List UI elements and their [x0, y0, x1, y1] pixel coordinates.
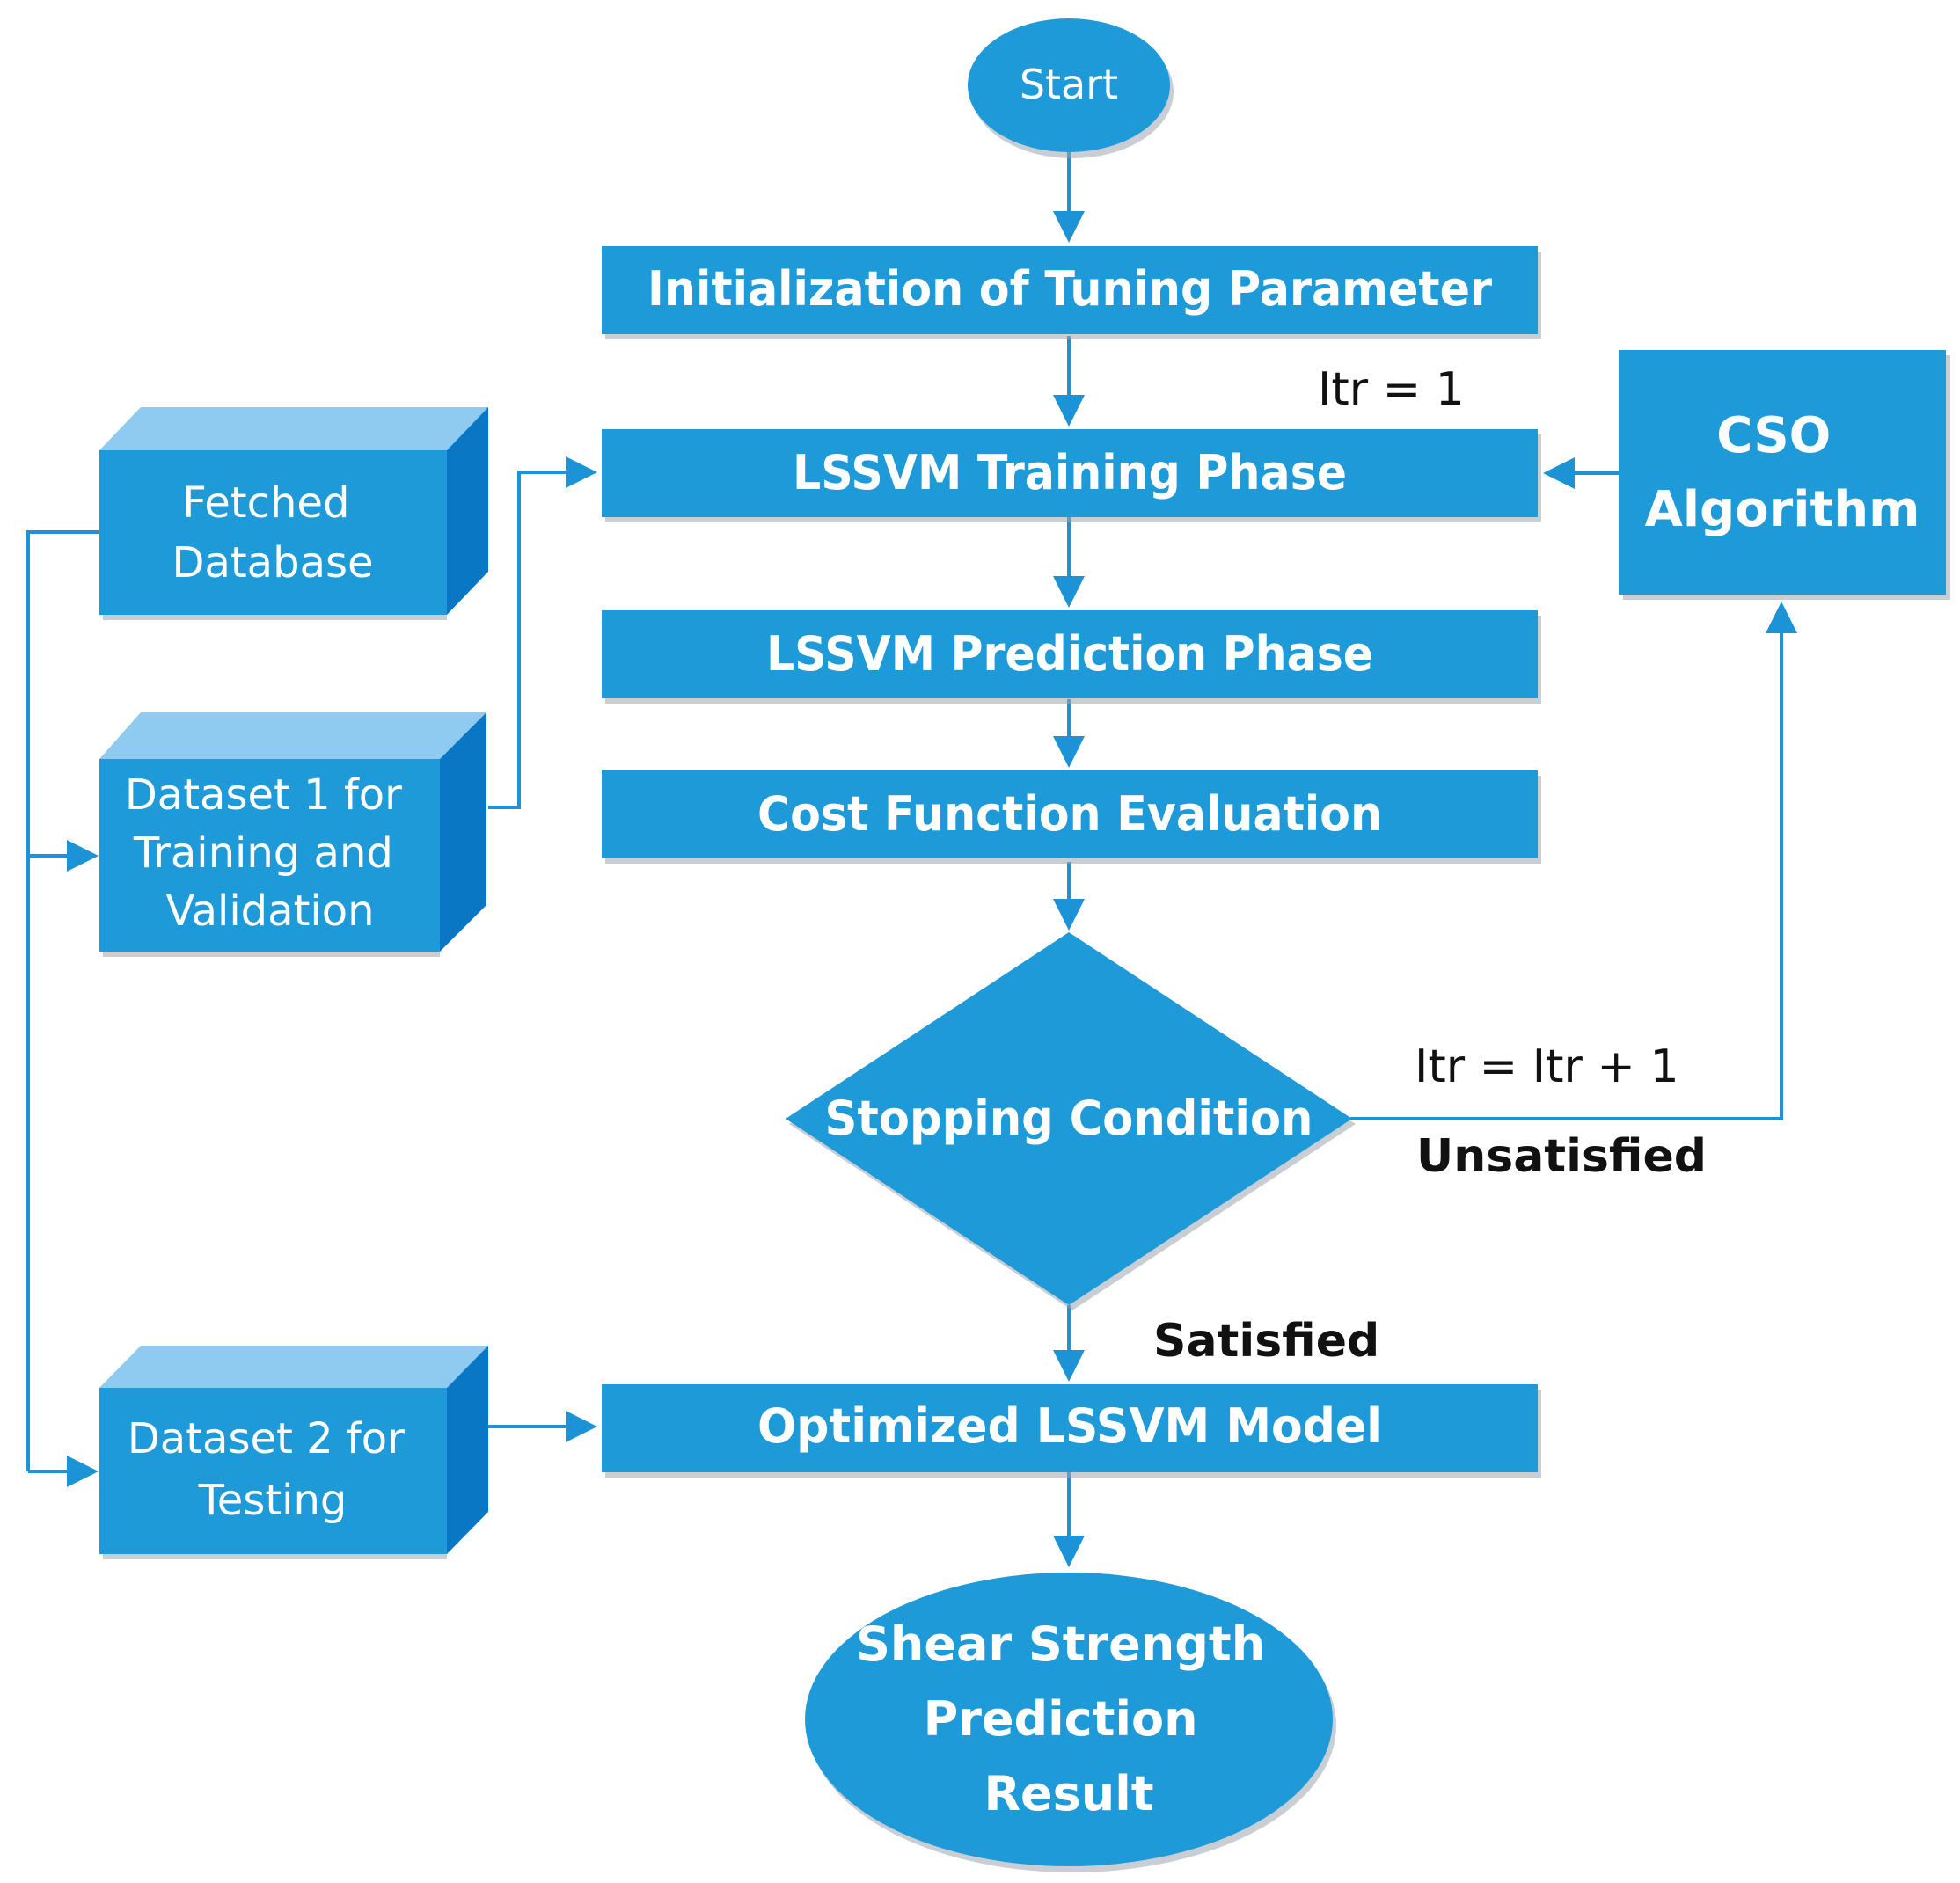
optimized-box: Optimized LSSVM Model — [602, 1384, 1541, 1478]
unsatisfied-label: Unsatisfied — [1416, 1130, 1707, 1183]
cso-line-2: Algorithm — [1645, 481, 1920, 538]
satisfied-label: Satisfied — [1153, 1315, 1379, 1368]
arrow-stopping-to-cso — [1350, 609, 1783, 1120]
line-fetched-to-datasets — [26, 530, 99, 1471]
fetched-line-1: Fetched — [182, 478, 349, 528]
itr-increment-label: Itr = Itr + 1 — [1415, 1040, 1679, 1093]
prediction-label: LSSVM Prediction Phase — [766, 626, 1373, 682]
itr-init-label: Itr = 1 — [1318, 363, 1465, 416]
stopping-label: Stopping Condition — [825, 1091, 1313, 1146]
result-line-3: Result — [984, 1766, 1153, 1821]
training-box: LSSVM Training Phase — [602, 429, 1541, 522]
init-box: Initialization of Tuning Parameter — [602, 246, 1541, 339]
dataset2-label: Dataset 2 for Testing — [128, 1414, 418, 1525]
fetched-line-2: Database — [172, 538, 373, 588]
cso-label: CSO Algorithm — [1645, 407, 1920, 538]
dataset2-box: Dataset 2 for Testing — [99, 1346, 488, 1559]
fetched-database-box: Fetched Database — [99, 407, 488, 620]
result-label: Shear Strength Prediction Result — [856, 1617, 1282, 1821]
dataset2-line-2: Testing — [198, 1476, 347, 1525]
optimized-label: Optimized LSSVM Model — [757, 1398, 1382, 1454]
init-label: Initialization of Tuning Parameter — [647, 261, 1492, 317]
stopping-decision: Stopping Condition — [786, 932, 1356, 1310]
result-node: Shear Strength Prediction Result — [805, 1573, 1336, 1872]
arrowheads — [67, 211, 1797, 1567]
result-line-2: Prediction — [924, 1691, 1198, 1747]
result-line-1: Shear Strength — [856, 1617, 1265, 1672]
dataset1-line-2: Training and — [133, 828, 393, 878]
dataset1-box: Dataset 1 for Training and Validation — [99, 712, 486, 957]
fetched-label: Fetched Database — [172, 478, 373, 588]
start-label: Start — [1020, 61, 1118, 108]
dataset1-line-1: Dataset 1 for — [125, 770, 402, 820]
dataset2-line-1: Dataset 2 for — [128, 1414, 405, 1463]
training-label: LSSVM Training Phase — [793, 445, 1347, 500]
dataset1-label: Dataset 1 for Training and Validation — [125, 770, 415, 936]
start-node: Start — [968, 18, 1174, 158]
cso-line-1: CSO — [1716, 407, 1831, 464]
dataset1-line-3: Validation — [165, 887, 374, 936]
arrow-dataset1-to-training — [488, 471, 589, 809]
cost-label: Cost Function Evaluation — [757, 786, 1382, 842]
cso-box: CSO Algorithm — [1619, 350, 1950, 600]
cost-box: Cost Function Evaluation — [602, 770, 1541, 864]
prediction-box: LSSVM Prediction Phase — [602, 610, 1541, 704]
